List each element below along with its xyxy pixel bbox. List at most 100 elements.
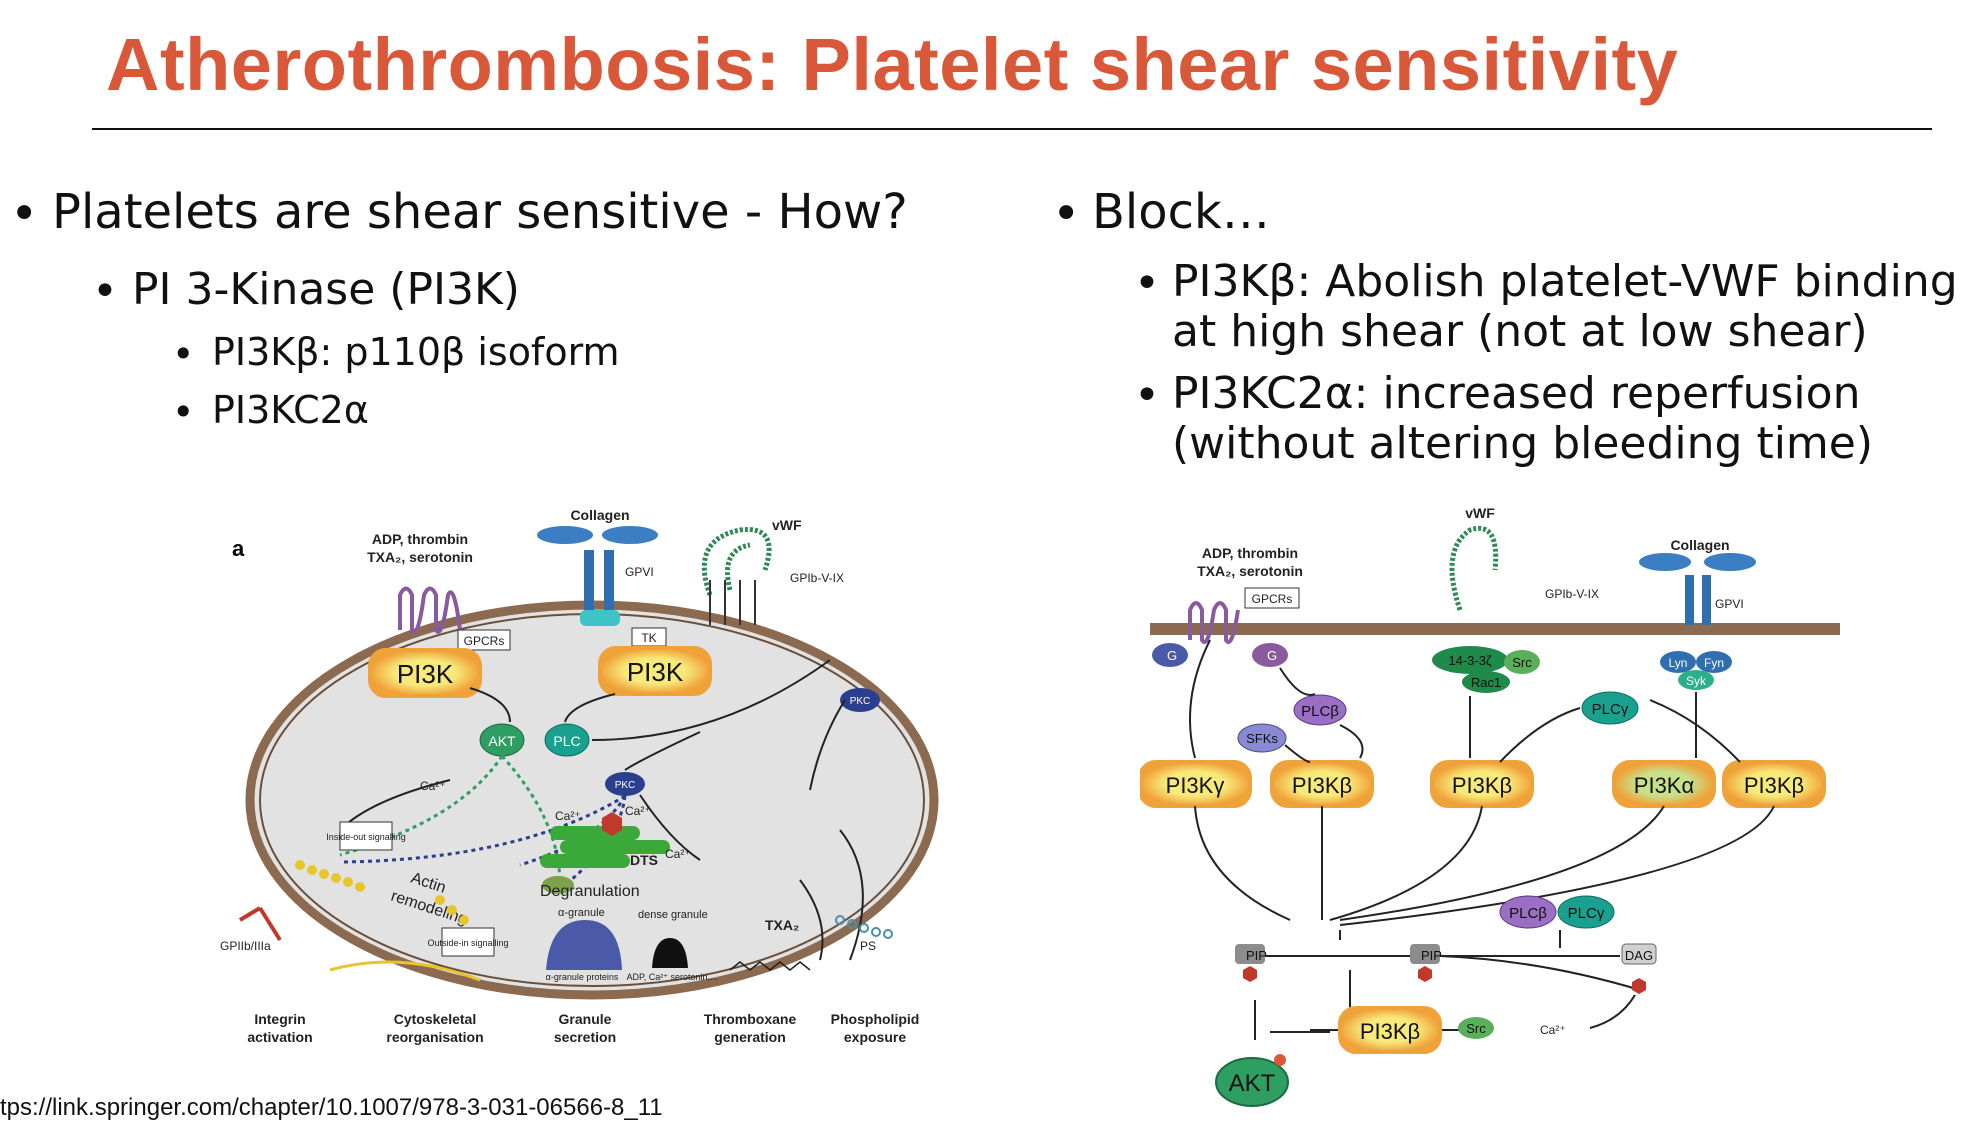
svg-text:activation: activation xyxy=(247,1029,312,1045)
pi3kb-label: PI3Kβ xyxy=(1292,773,1352,798)
collagen-fiber xyxy=(1639,553,1691,571)
tk-label: TK xyxy=(641,631,656,645)
gpib-label: GPIb-V-IX xyxy=(790,571,844,585)
plcb-label: PLCβ xyxy=(1509,905,1547,922)
p1433-label: 14-3-3ζ xyxy=(1448,653,1492,668)
rac1-label: Rac1 xyxy=(1471,675,1501,690)
svg-text:secretion: secretion xyxy=(554,1029,616,1045)
right-item-line1: PI3KC2α: increased reperfusion xyxy=(1172,368,1861,419)
plcg-label: PLCγ xyxy=(1568,905,1605,922)
left-item: PI3KC2α xyxy=(212,388,369,432)
svg-text:generation: generation xyxy=(714,1029,786,1045)
agonists-label: TXA₂, serotonin xyxy=(367,549,473,565)
gp2b3a-label: GPIIb/IIIa xyxy=(220,939,271,953)
txa2-molecule xyxy=(729,961,811,971)
src-label: Src xyxy=(1512,655,1532,670)
right-item-line1: PI3Kβ: Abolish platelet-VWF binding xyxy=(1172,256,1958,307)
alpha-proteins-label: α-granule proteins xyxy=(546,972,619,982)
plcg-node xyxy=(1581,691,1639,725)
pkc-node xyxy=(605,772,645,796)
signal-arrows xyxy=(339,659,864,961)
plcg-node xyxy=(1557,895,1615,929)
pi3kb-label: PI3Kβ xyxy=(1360,1019,1420,1044)
svg-text:exposure: exposure xyxy=(844,1029,906,1045)
gpvi-label: GPVI xyxy=(625,565,654,579)
membrane xyxy=(1150,623,1840,635)
svg-text:Phospholipid: Phospholipid xyxy=(831,1011,920,1027)
svg-text:reorganisation: reorganisation xyxy=(386,1029,483,1045)
agonists-label: ADP, thrombin xyxy=(372,531,468,547)
phospholipids xyxy=(835,915,893,939)
agonists-label: TXA₂, serotonin xyxy=(1197,563,1303,579)
gpvi-receptor xyxy=(584,550,594,620)
gpcrs-label: GPCRs xyxy=(464,634,505,648)
pip2-head xyxy=(1418,966,1432,982)
pi3k-label: PI3K xyxy=(627,657,684,687)
plcg-label: PLCγ xyxy=(1592,701,1629,718)
ca-label: Ca²⁺ xyxy=(625,804,651,818)
fibrin xyxy=(329,960,481,982)
dag-label: DAG xyxy=(1625,948,1653,963)
dense-granule xyxy=(652,938,688,968)
plcb-node xyxy=(1293,694,1347,726)
slide-title: Atherothrombosis: Platelet shear sensiti… xyxy=(106,23,1679,106)
collagen-label: Collagen xyxy=(570,507,629,523)
pi3kb-label: PI3Kβ xyxy=(1744,773,1804,798)
pkc-marker xyxy=(1632,978,1646,994)
right-item-line2: at high shear (not at low shear) xyxy=(1172,306,1868,357)
txa2-label: TXA₂ xyxy=(765,917,799,933)
syk-label: Syk xyxy=(1686,674,1707,688)
phospho-marker xyxy=(1274,1054,1286,1066)
dense-content-label: ADP, Ca²⁺ serotonin,... xyxy=(626,972,717,982)
ca-label: Ca²⁺ xyxy=(420,779,446,793)
akt-node xyxy=(1215,1057,1289,1107)
left-sub: PI 3-Kinase (PI3K) xyxy=(132,264,520,315)
vwf-strand xyxy=(1449,526,1499,611)
collagen-label: Collagen xyxy=(1670,537,1729,553)
akt-label: AKT xyxy=(1229,1070,1276,1097)
gpvi-receptor xyxy=(1685,575,1694,625)
pkc-node xyxy=(840,688,880,712)
source-link[interactable]: tps://link.springer.com/chapter/10.1007/… xyxy=(0,1094,663,1121)
pi3kb-label: PI3Kβ xyxy=(1452,773,1512,798)
dag-node xyxy=(1621,943,1657,965)
akt-label: AKT xyxy=(488,733,516,749)
p1433-node xyxy=(1432,646,1508,674)
syk-node xyxy=(1678,670,1714,690)
agonists-label: ADP, thrombin xyxy=(1202,545,1298,561)
inside-out-box xyxy=(339,821,393,851)
left-heading: Platelets are shear sensitive - How? xyxy=(52,184,908,240)
src-node xyxy=(1504,650,1540,674)
diagram-b: ADP, thrombin TXA₂, serotonin GPCRs vWF … xyxy=(1140,505,1840,1107)
inside-out-label: Inside-out signalling xyxy=(326,832,406,842)
ca-label: Ca²⁺ xyxy=(665,847,691,861)
bullet-dot: • xyxy=(92,266,118,317)
fyn-node xyxy=(1696,651,1732,673)
ps-label: PS xyxy=(860,939,876,953)
integrin xyxy=(238,906,282,942)
gq-protein xyxy=(1252,643,1288,667)
bullet-dot: • xyxy=(1134,370,1160,421)
dense-granule-label: dense granule xyxy=(638,909,708,921)
pip3-head xyxy=(1243,966,1257,982)
right-heading: Block… xyxy=(1092,184,1270,240)
gpcr-receptor xyxy=(1188,601,1240,644)
pi3k-node xyxy=(598,646,712,696)
gpib-label: GPIb-V-IX xyxy=(1545,587,1599,601)
svg-text:Granule: Granule xyxy=(559,1011,612,1027)
plcb-label: PLCβ xyxy=(1301,703,1339,720)
diagram-a: a ADP, thrombin TXA₂, serotonin GPCRs Co… xyxy=(220,507,939,1045)
gpib-complex xyxy=(709,580,756,625)
pip3-label: PIP xyxy=(1246,948,1267,963)
dense-tubular-system xyxy=(540,812,670,894)
outside-in-label: Outside-in signalling xyxy=(427,938,508,948)
pi3ka-label: PI3Kα xyxy=(1634,773,1695,798)
bullet-dot: • xyxy=(1052,186,1081,242)
gpcrs-box xyxy=(1244,587,1300,609)
pip3-node xyxy=(1235,944,1265,964)
src-label: Src xyxy=(1466,1021,1486,1036)
degranulation-label: Degranulation xyxy=(540,883,640,900)
title-divider xyxy=(92,128,1932,130)
akt-arrows xyxy=(339,754,562,886)
vwf-strand xyxy=(701,527,772,596)
